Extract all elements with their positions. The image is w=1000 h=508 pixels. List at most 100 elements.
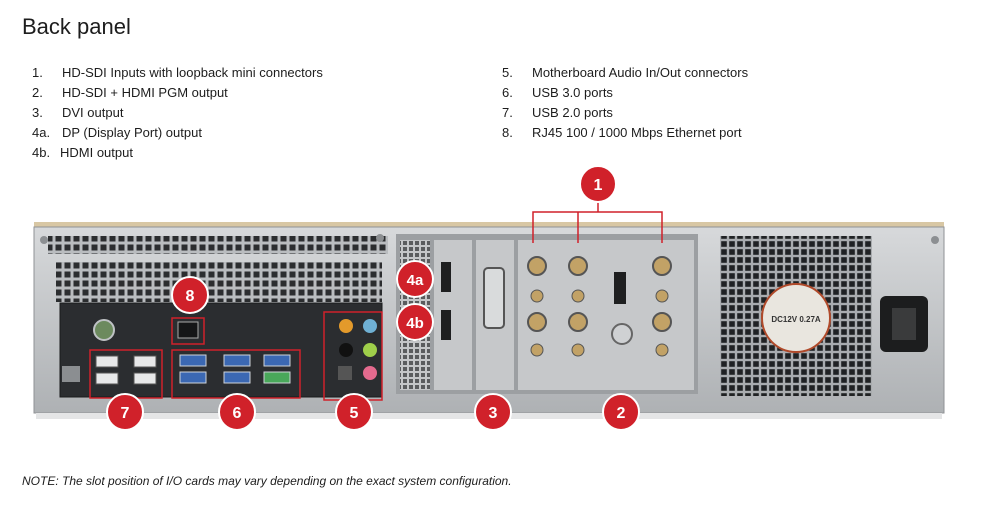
page-title: Back panel [22,14,131,39]
sdi-connector [568,312,588,332]
audio-jack [339,343,353,357]
callout-circle [106,393,144,431]
callout-label: 4b [406,315,424,332]
legend-text: HD-SDI Inputs with loopback mini connect… [62,65,323,80]
callout-circle [579,165,617,203]
legend-number: 5. [502,65,513,80]
highlight-box-8 [171,317,205,345]
legend-text: DVI output [62,105,124,120]
usb2-port [95,355,119,368]
slot-bracket-sdi-out [608,240,648,390]
usb3-port [263,371,291,384]
callout-4b: 4b [396,303,434,341]
sdi-connector [568,256,588,276]
usb3-port [179,354,207,367]
sdi-connector [652,312,672,332]
sdi-connector [655,343,669,357]
legend-item: 7. USB 2.0 ports [502,103,748,123]
power-socket-inner [892,308,916,340]
sdi-connector [652,256,672,276]
slot-bracket-dp-hdmi [434,240,472,390]
legend-text: Motherboard Audio In/Out connectors [532,65,749,80]
callout-6: 6 [218,393,256,431]
callout-3: 3 [474,393,512,431]
rj45-port [177,321,199,339]
chassis-top-edge [34,222,944,228]
usb2-port [133,355,157,368]
legend-item: 4a. DP (Display Port) output [32,123,323,143]
vent-grill-top [48,236,388,254]
callout-label: 2 [617,405,626,422]
callout-circle [171,276,209,314]
footnote: NOTE: The slot position of I/O cards may… [22,474,512,488]
legend-item: 4b. HDMI output [32,143,323,163]
callout-1: 1 [579,165,617,203]
usb2-ports [95,355,157,385]
sdi-connector [571,289,585,303]
callout-circle [474,393,512,431]
legend-text: USB 2.0 ports [532,105,613,120]
sdi-connector [530,343,544,357]
legend-left: 1. HD-SDI Inputs with loopback mini conne… [32,63,323,163]
fan: DC12V 0.27A [720,236,872,396]
legend-number: 2. [32,85,43,100]
displayport-output [441,262,451,292]
legend-item: 5. Motherboard Audio In/Out connectors [502,63,748,83]
legend-text: HDMI output [60,145,133,160]
hdmi-output [441,310,451,340]
legend-number: 4b. [32,145,51,160]
callout-2: 2 [602,393,640,431]
legend-number: 6. [502,85,513,100]
chassis-screw [931,236,939,244]
legend-item: 8. RJ45 100 / 1000 Mbps Ethernet port [502,123,748,143]
callout-label: 3 [489,405,498,422]
expansion-slots [396,234,698,394]
legend-number: 7. [502,105,513,120]
audio-jack [363,343,377,357]
sdi-connector [571,343,585,357]
legend-item: 6. USB 3.0 ports [502,83,748,103]
callout-circle [335,393,373,431]
callout-label: 1 [594,177,603,194]
usb2-port [95,372,119,385]
chassis-screw [376,234,384,242]
legend-number: 8. [502,125,513,140]
legend-right: 5. Motherboard Audio In/Out connectors 6.… [502,63,748,143]
fan-label: DC12V 0.27A [771,315,821,324]
legend-number: 1. [32,65,43,80]
sdi-connector [527,256,547,276]
fan-hub [761,283,831,353]
usb3-port [179,371,207,384]
legend-text: USB 3.0 ports [532,85,613,100]
sdi-connector [530,289,544,303]
audio-jack [363,319,377,333]
callout-circle [218,393,256,431]
audio-jacks [338,319,377,380]
audio-jack [339,319,353,333]
legend-number: 4a. [32,125,51,140]
legend-number: 3. [32,105,43,120]
usb3-ports [179,354,291,384]
vga-port [62,366,80,382]
vent-grill-left [56,262,382,302]
power-inlet [880,236,939,352]
sdi-connectors [527,256,672,357]
usb3-port [263,354,291,367]
pgm-hdmi-output [614,272,626,304]
callout-label: 7 [121,405,130,422]
callout-label: 8 [186,288,195,305]
legend-text: HD-SDI + HDMI PGM output [62,85,228,100]
callout-circle [396,303,434,341]
audio-jack [363,366,377,380]
usb2-port [133,372,157,385]
callout-circle [396,260,434,298]
sdi-connector [527,312,547,332]
sdi-connector [655,289,669,303]
legend-text: DP (Display Port) output [62,125,202,140]
optical-port [338,366,352,380]
callout-label: 6 [233,405,242,422]
callout-circle [602,393,640,431]
legend-text: RJ45 100 / 1000 Mbps Ethernet port [532,125,742,140]
legend-item: 1. HD-SDI Inputs with loopback mini conne… [32,63,323,83]
